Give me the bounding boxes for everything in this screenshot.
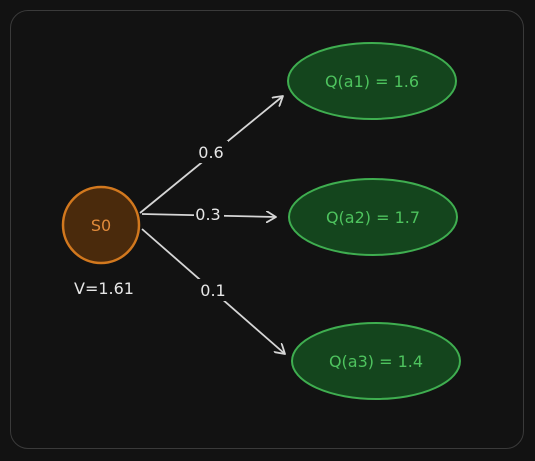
edge-a2-label-bg	[194, 203, 224, 223]
action-node-a1[interactable]: Q(a1) = 1.6	[287, 42, 457, 120]
action-node-a1-ellipse[interactable]	[287, 42, 457, 120]
action-node-a3[interactable]: Q(a3) = 1.4	[291, 322, 461, 400]
edge-a1-label-bg	[194, 141, 228, 163]
action-node-a2-ellipse[interactable]	[288, 178, 458, 256]
edge-a2-probability: 0.3	[195, 205, 220, 224]
state-node[interactable]: S0	[61, 185, 141, 265]
edge-a3-label-bg	[198, 279, 228, 301]
state-node-circle[interactable]	[61, 185, 141, 265]
action-node-a3-ellipse[interactable]	[291, 322, 461, 400]
action-node-a2-label: Q(a2) = 1.7	[326, 208, 420, 227]
state-value-label: V=1.61	[74, 279, 134, 298]
state-node-label: S0	[91, 216, 111, 235]
edge-a3-probability: 0.1	[200, 281, 225, 300]
action-node-a2[interactable]: Q(a2) = 1.7	[288, 178, 458, 256]
edge-a1-probability: 0.6	[198, 143, 223, 162]
action-node-a1-label: Q(a1) = 1.6	[325, 72, 419, 91]
action-node-a3-label: Q(a3) = 1.4	[329, 352, 423, 371]
